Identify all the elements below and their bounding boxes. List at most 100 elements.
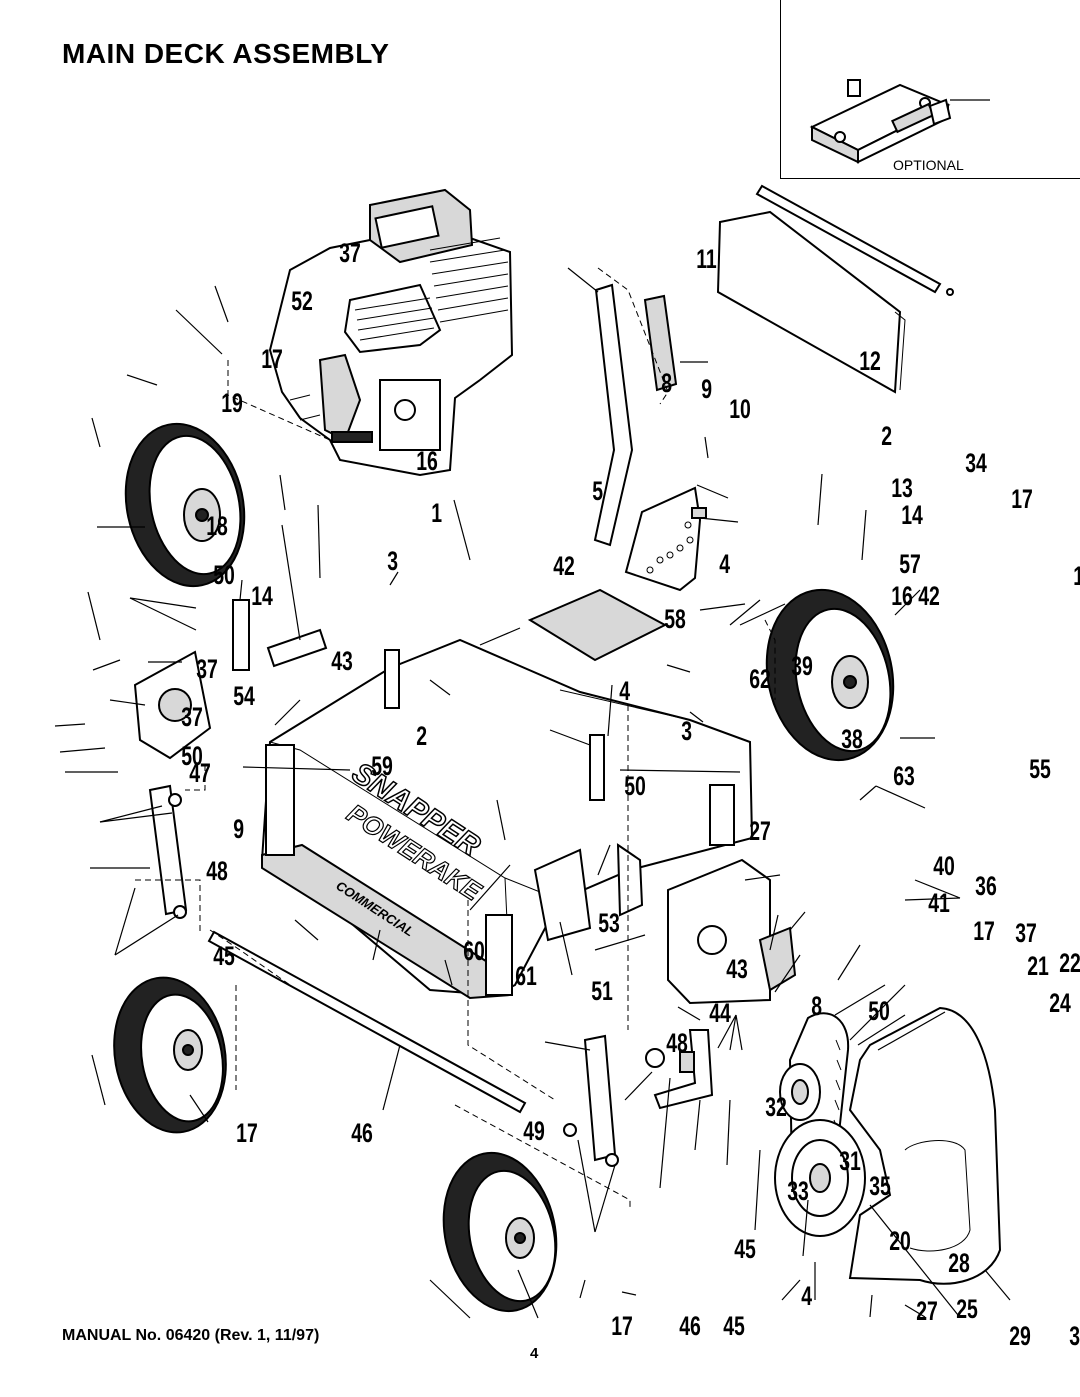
callout-37: 37 [339,238,361,268]
wheel-rear-right [765,588,895,762]
optional-inset-frame [780,0,1080,179]
callout-37: 37 [1015,918,1037,948]
callout-44: 44 [709,998,731,1028]
callout-45: 45 [723,1311,745,1341]
callout-61: 61 [515,961,537,991]
callout-36: 36 [975,871,997,901]
callout-37: 37 [196,654,218,684]
callout-8: 8 [811,991,822,1021]
callout-3: 3 [387,546,398,576]
callout-48: 48 [206,856,228,886]
callout-58: 58 [664,604,686,634]
callout-11: 11 [696,244,717,274]
callout-17: 17 [261,344,283,374]
callout-50: 50 [624,771,646,801]
callout-41: 41 [928,888,950,918]
callout-10: 10 [729,394,751,424]
handle-arm [593,267,678,547]
handle-bracket [624,486,707,592]
bearing-housing-left [133,650,212,760]
pulley-large [774,1119,866,1237]
callout-60: 60 [463,936,485,966]
callout-62: 62 [749,664,771,694]
callout-29: 29 [1009,1321,1031,1351]
deck-housing: SNAPPER POWERAKE COMMERCIAL [260,638,754,1000]
engine [268,188,514,477]
leader-lines [54,267,1011,1319]
callout-17: 17 [611,1311,633,1341]
callout-24: 24 [1049,988,1071,1018]
callout-49: 49 [523,1116,545,1146]
callout-25: 25 [956,1294,978,1324]
callout-55: 55 [1029,754,1051,784]
callout-50: 50 [868,996,890,1026]
callout-46: 46 [679,1311,701,1341]
optional-weight-bar [809,79,990,164]
callout-17: 17 [973,916,995,946]
callout-33: 33 [787,1176,809,1206]
callout-4: 4 [719,549,730,579]
callout-2: 2 [881,421,892,451]
callout-30: 30 [1069,1321,1080,1351]
deck-plate [527,588,668,662]
callout-51: 51 [591,976,613,1006]
callout-50: 50 [213,560,235,590]
page-title: MAIN DECK ASSEMBLY [62,38,390,69]
height-link-right [563,1034,619,1167]
callout-14: 14 [901,500,923,530]
callout-34: 34 [965,448,987,478]
adjuster-bracket [232,599,605,801]
callout-4: 4 [619,676,630,706]
callout-43: 43 [331,646,353,676]
callout-43: 43 [726,954,748,984]
optional-label: OPTIONAL [893,157,964,173]
callout-20: 20 [889,1226,911,1256]
callout-18: 18 [1073,561,1080,591]
callout-37: 37 [181,702,203,732]
tine-rod [755,184,954,296]
callout-57: 57 [899,549,921,579]
callout-8: 8 [661,368,672,398]
callout-45: 45 [734,1234,756,1264]
page-number: 4 [530,1345,539,1362]
callout-42: 42 [553,551,575,581]
callout-63: 63 [893,761,915,791]
callout-2: 2 [416,721,427,751]
callout-22: 22 [1059,948,1080,978]
callout-28: 28 [948,1248,970,1278]
wheel-front-left [113,976,227,1134]
callout-16: 16 [416,446,438,476]
callout-17: 17 [1011,484,1033,514]
manual-number: MANUAL No. 06420 (Rev. 1, 11/97) [62,1327,320,1344]
callout-5: 5 [592,476,603,506]
callout-12: 12 [859,346,881,376]
callout-27: 27 [916,1296,938,1326]
callout-18: 18 [206,511,228,541]
shield-panel [716,210,906,394]
callout-52: 52 [291,286,313,316]
callout-13: 13 [891,473,913,503]
callout-40: 40 [933,851,955,881]
callout-48: 48 [666,1028,688,1058]
side-plate [533,843,644,942]
wheel-front-right [442,1151,558,1313]
callout-4: 4 [801,1281,812,1311]
callout-17: 17 [236,1118,258,1148]
callout-54: 54 [233,681,255,711]
callout-labels: 5637521719111271568910213341417181651457… [181,238,1080,1351]
callout-59: 59 [371,751,393,781]
callout-1: 1 [431,498,442,528]
callout-45: 45 [213,941,235,971]
callout-9: 9 [233,814,244,844]
callout-50: 50 [181,741,203,771]
callout-53: 53 [598,908,620,938]
callout-14: 14 [251,581,273,611]
callout-19: 19 [221,388,243,418]
callout-32: 32 [765,1092,787,1122]
callout-3: 3 [681,716,692,746]
callout-46: 46 [351,1118,373,1148]
callout-35: 35 [869,1171,891,1201]
callout-38: 38 [841,724,863,754]
axle-shaft [207,930,527,1114]
